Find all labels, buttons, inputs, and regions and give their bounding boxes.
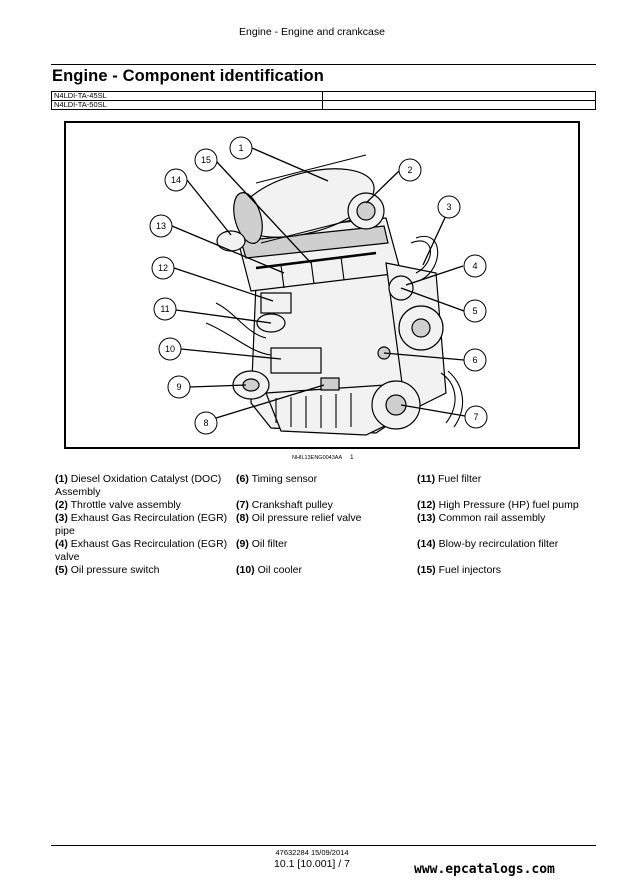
legend-text: Exhaust Gas Recirculation (EGR) pipe bbox=[55, 512, 228, 537]
legend-item: (15) Fuel injectors bbox=[417, 564, 597, 577]
header-rule bbox=[51, 64, 596, 65]
running-header: Engine - Engine and crankcase bbox=[239, 26, 385, 38]
callout-label: 4 bbox=[472, 261, 477, 271]
engine-figure: 1 2 3 4 5 6 7 8 9 10 11 12 13 14 15 bbox=[64, 121, 580, 449]
figure-reference-code: NHIL13ENG0043AA bbox=[292, 455, 343, 461]
legend-text: Timing sensor bbox=[251, 473, 318, 485]
legend-text: Exhaust Gas Recirculation (EGR) valve bbox=[55, 538, 228, 563]
legend-item: (6) Timing sensor bbox=[236, 473, 411, 486]
callout-label: 9 bbox=[176, 382, 181, 392]
legend-item: (8) Oil pressure relief valve bbox=[236, 512, 411, 525]
leader-lines bbox=[171, 147, 466, 419]
callout-11: 11 bbox=[153, 297, 177, 321]
legend-item: (4) Exhaust Gas Recirculation (EGR) valv… bbox=[55, 538, 230, 563]
legend-text: Diesel Oxidation Catalyst (DOC) Assembly bbox=[55, 473, 222, 498]
callout-label: 13 bbox=[156, 221, 166, 231]
model-table: N4LDI-TA-45SL N4LDI-TA-50SL bbox=[51, 91, 596, 110]
model-cell: N4LDI-TA-50SL bbox=[51, 100, 323, 110]
callout-8: 8 bbox=[194, 411, 218, 435]
legend-text: Oil pressure switch bbox=[70, 564, 160, 576]
legend-number: (12) bbox=[417, 499, 436, 511]
legend-item: (7) Crankshaft pulley bbox=[236, 499, 411, 512]
callout-4: 4 bbox=[463, 254, 487, 278]
callout-label: 5 bbox=[472, 306, 477, 316]
callout-label: 2 bbox=[407, 165, 412, 175]
legend-number: (8) bbox=[236, 512, 249, 524]
legend-item: (1) Diesel Oxidation Catalyst (DOC) Asse… bbox=[55, 473, 230, 498]
footer-rule bbox=[51, 845, 596, 846]
engine-drawing bbox=[205, 154, 464, 436]
callout-5: 5 bbox=[463, 299, 487, 323]
callout-12: 12 bbox=[151, 256, 175, 280]
watermark: www.epcatalogs.com bbox=[414, 862, 555, 877]
callout-label: 7 bbox=[473, 412, 478, 422]
legend-text: Fuel injectors bbox=[438, 564, 502, 576]
footer-doc-info: 47632284 15/09/2014 bbox=[275, 848, 349, 857]
legend-number: (11) bbox=[417, 473, 436, 485]
legend-text: Crankshaft pulley bbox=[251, 499, 333, 511]
callout-label: 1 bbox=[238, 143, 243, 153]
callout-15: 15 bbox=[194, 148, 218, 172]
callout-label: 6 bbox=[472, 355, 477, 365]
legend-text: Oil cooler bbox=[257, 564, 302, 576]
legend-number: (6) bbox=[236, 473, 249, 485]
legend-text: Oil pressure relief valve bbox=[251, 512, 362, 524]
legend-number: (1) bbox=[55, 473, 68, 485]
legend-number: (14) bbox=[417, 538, 436, 550]
legend-text: Common rail assembly bbox=[438, 512, 546, 524]
legend-item: (3) Exhaust Gas Recirculation (EGR) pipe bbox=[55, 512, 230, 537]
callout-14: 14 bbox=[164, 168, 188, 192]
legend-text: Blow-by recirculation filter bbox=[438, 538, 559, 550]
callout-10: 10 bbox=[158, 337, 182, 361]
legend-text: Oil filter bbox=[251, 538, 288, 550]
legend-text: Fuel filter bbox=[438, 473, 482, 485]
callout-9: 9 bbox=[167, 375, 191, 399]
callout-label: 11 bbox=[160, 304, 169, 314]
callout-6: 6 bbox=[463, 348, 487, 372]
legend-number: (3) bbox=[55, 512, 68, 524]
legend-item: (11) Fuel filter bbox=[417, 473, 597, 486]
page-title: Engine - Component identification bbox=[52, 67, 324, 85]
footer-page-number: 10.1 [10.001] / 7 bbox=[274, 858, 350, 870]
callout-label: 3 bbox=[446, 202, 451, 212]
legend-item: (9) Oil filter bbox=[236, 538, 411, 551]
figure-number: 1 bbox=[350, 454, 354, 461]
callout-label: 10 bbox=[165, 344, 175, 354]
legend-text: High Pressure (HP) fuel pump bbox=[438, 499, 579, 511]
callout-label: 8 bbox=[203, 418, 208, 428]
callout-7: 7 bbox=[464, 405, 488, 429]
engine-illustration: 1 2 3 4 5 6 7 8 9 10 11 12 13 14 15 bbox=[149, 136, 488, 436]
legend-number: (10) bbox=[236, 564, 255, 576]
legend-number: (13) bbox=[417, 512, 436, 524]
callout-label: 15 bbox=[201, 155, 211, 165]
legend-item: (13) Common rail assembly bbox=[417, 512, 597, 525]
callout-1: 1 bbox=[229, 136, 253, 160]
callout-label: 14 bbox=[171, 175, 181, 185]
legend-item: (2) Throttle valve assembly bbox=[55, 499, 230, 512]
callout-3: 3 bbox=[437, 195, 461, 219]
model-row: N4LDI-TA-45SL bbox=[51, 91, 596, 101]
legend-item: (12) High Pressure (HP) fuel pump bbox=[417, 499, 597, 512]
legend-item: (10) Oil cooler bbox=[236, 564, 411, 577]
legend-item: (14) Blow-by recirculation filter bbox=[417, 538, 597, 551]
legend-number: (4) bbox=[55, 538, 68, 550]
legend-item: (5) Oil pressure switch bbox=[55, 564, 230, 577]
legend-number: (15) bbox=[417, 564, 436, 576]
model-empty-cell bbox=[322, 100, 596, 110]
callout-2: 2 bbox=[398, 158, 422, 182]
legend-number: (9) bbox=[236, 538, 249, 550]
model-empty-cell bbox=[322, 91, 596, 101]
callout-13: 13 bbox=[149, 214, 173, 238]
legend-number: (2) bbox=[55, 499, 68, 511]
legend-number: (5) bbox=[55, 564, 68, 576]
callout-label: 12 bbox=[158, 263, 168, 273]
legend-number: (7) bbox=[236, 499, 249, 511]
legend-text: Throttle valve assembly bbox=[70, 499, 181, 511]
model-row: N4LDI-TA-50SL bbox=[51, 100, 596, 110]
